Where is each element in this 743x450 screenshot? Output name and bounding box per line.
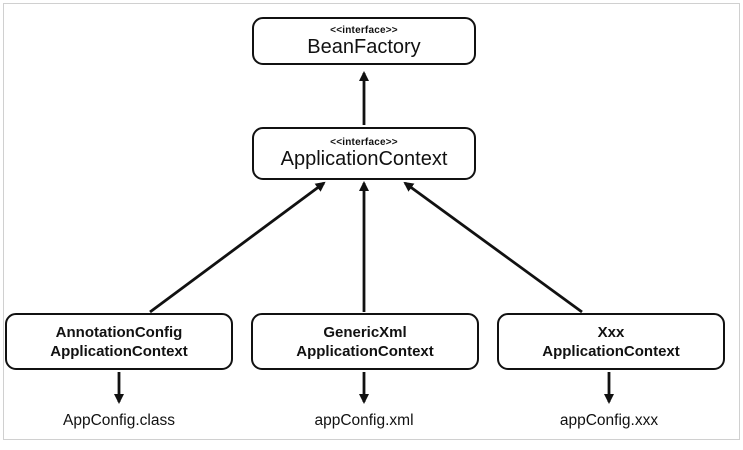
annotation-config-line2: ApplicationContext xyxy=(50,342,188,360)
application-context-box: <<interface>> ApplicationContext xyxy=(252,127,476,180)
annotation-config-box: AnnotationConfig ApplicationContext xyxy=(5,313,233,370)
bean-factory-box: <<interface>> BeanFactory xyxy=(252,17,476,65)
xxx-line1: Xxx xyxy=(597,323,625,341)
application-context-stereotype: <<interface>> xyxy=(330,137,398,148)
xxx-line2: ApplicationContext xyxy=(542,342,680,360)
diagram-frame xyxy=(3,3,740,440)
application-context-name: ApplicationContext xyxy=(280,148,448,170)
generic-xml-line2: ApplicationContext xyxy=(296,342,434,360)
generic-xml-line1: GenericXml xyxy=(323,323,407,341)
bean-factory-name: BeanFactory xyxy=(307,35,421,58)
arrow-xxx-to-appcontext xyxy=(403,181,583,314)
generic-xml-box: GenericXml ApplicationContext xyxy=(251,313,479,370)
xxx-box: Xxx ApplicationContext xyxy=(497,313,725,370)
generic-xml-file-label: appConfig.xml xyxy=(314,412,414,429)
annotation-config-file-label: AppConfig.class xyxy=(62,412,175,429)
arrow-annotationconfig-to-appcontext xyxy=(149,181,326,314)
bean-factory-stereotype: <<interface>> xyxy=(330,24,398,36)
annotation-config-line1: AnnotationConfig xyxy=(55,323,183,341)
xxx-file-label: appConfig.xxx xyxy=(559,412,659,429)
